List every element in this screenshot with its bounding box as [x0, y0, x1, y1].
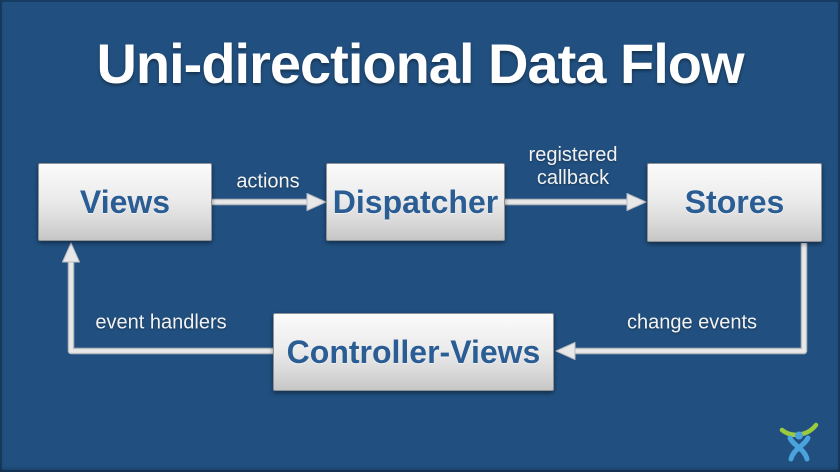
arrow-stores-to-controller-views	[555, 243, 808, 360]
atlassian-charlie-logo-icon	[779, 422, 819, 462]
node-stores-label: Stores	[684, 184, 785, 220]
arrow-controller-views-to-views	[62, 242, 273, 355]
node-views: Views	[38, 163, 212, 241]
slide-title: Uni-directional Data Flow	[96, 32, 744, 95]
edge-label-event-handlers: event handlers	[95, 311, 227, 334]
node-controller-views: Controller-Views	[273, 313, 554, 391]
node-views-label: Views	[79, 183, 171, 220]
arrow-dispatcher-to-stores	[505, 193, 647, 211]
node-dispatcher-label: Dispatcher	[332, 183, 499, 220]
arrow-views-to-dispatcher	[212, 193, 327, 211]
node-dispatcher: Dispatcher	[326, 163, 505, 241]
edge-label-change-events: change events	[626, 311, 758, 334]
edge-label-actions: actions	[236, 170, 300, 193]
edge-label-registered-callback: registered callback	[528, 144, 618, 189]
node-controller-views-label: Controller-Views	[286, 333, 541, 370]
node-stores: Stores	[647, 163, 822, 242]
